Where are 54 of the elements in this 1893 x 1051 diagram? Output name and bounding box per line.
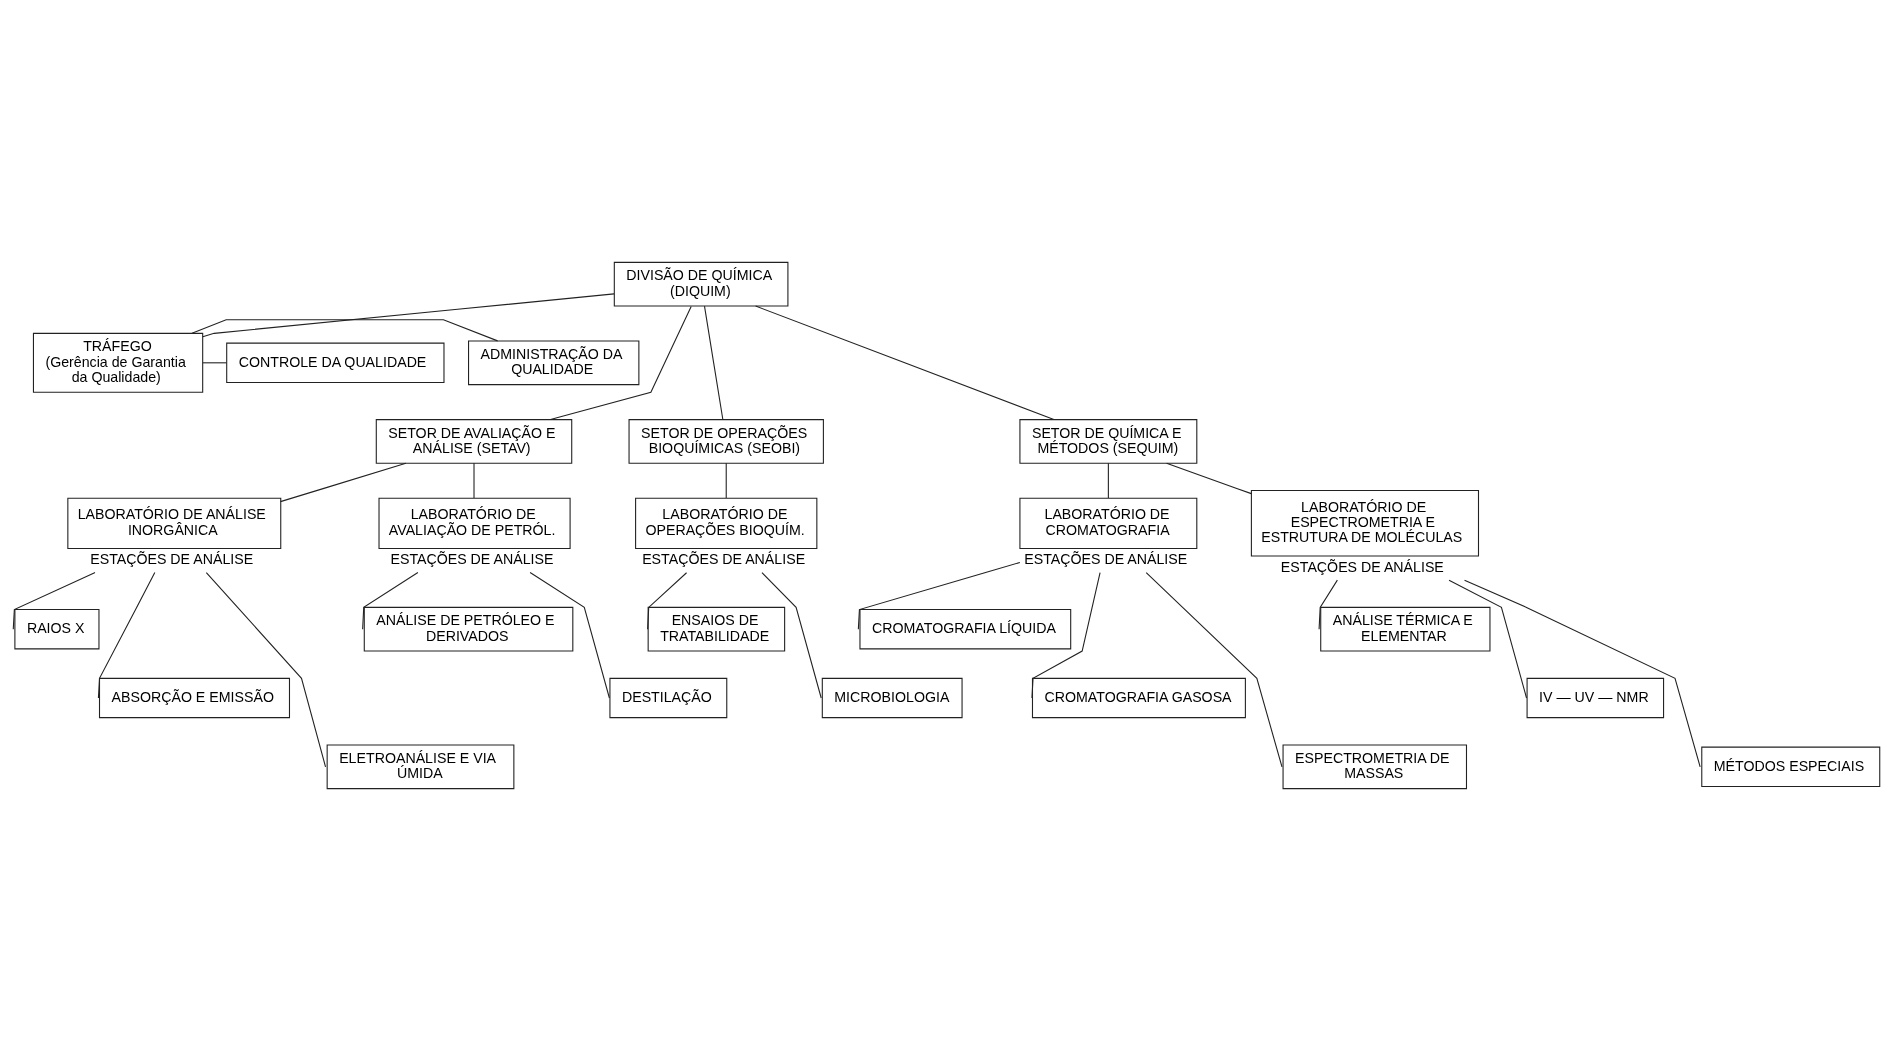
connector (202, 362, 228, 364)
node-box: SETOR DE AVALIAÇÃO E ANÁLISE (SETAV) (375, 419, 573, 464)
node-box: RAIOS X (14, 609, 100, 650)
node-box: CROMATOGRAFIA GASOSA (1031, 677, 1246, 719)
connector (1031, 572, 1101, 699)
connector (12, 572, 96, 630)
node-label: ESTAÇÕES DE ANÁLISE (90, 551, 254, 568)
node-box: LABORATÓRIO DE ANÁLISE INORGÂNICA (67, 497, 282, 549)
node-box: SETOR DE QUÍMICA E MÉTODOS (SEQUIM) (1019, 419, 1198, 464)
node-box: ENSAIOS DE TRATABILIDADE (647, 606, 786, 652)
node-box: ESPECTROMETRIA DE MASSAS (1282, 744, 1468, 790)
connector (725, 462, 727, 499)
node-box: TRÁFEGO (Gerência de Garantia da Qualidade) (32, 332, 204, 393)
node-box: LABORATÓRIO DE ESPECTROMETRIA E ESTRUTURA DE MOLÉCULAS (1250, 490, 1480, 557)
node-box: MÉTODOS ESPECIAIS (1701, 746, 1881, 787)
connector (205, 572, 327, 768)
node-box: DIVISÃO DE QUÍMICA (DIQUIM) (613, 261, 789, 307)
connector (1448, 579, 1528, 699)
node-box: SETOR DE OPERAÇÕES BIOQUÍMICAS (SEOBI) (628, 419, 824, 464)
node-box: CROMATOGRAFIA LÍQUIDA (859, 609, 1072, 650)
node-box: ANÁLISE TÉRMICA E ELEMENTAR (1320, 606, 1491, 652)
connector (473, 462, 475, 499)
node-box: IV — UV — NMR (1526, 677, 1665, 719)
connector (97, 572, 156, 699)
node-label: ESTAÇÕES DE ANÁLISE (642, 551, 806, 568)
connector (1145, 572, 1283, 768)
connector (191, 319, 499, 342)
connector (202, 293, 615, 338)
node-box: CONTROLE DA QUALIDADE (226, 342, 445, 383)
connector (529, 572, 610, 699)
node-label: ESTAÇÕES DE ANÁLISE (1280, 558, 1444, 575)
node-box: LABORATÓRIO DE AVALIAÇÃO DE PETRÓL. (378, 497, 571, 549)
node-box: ADMINISTRAÇÃO DA QUALIDADE (468, 340, 640, 386)
connector (279, 462, 407, 503)
node-box: LABORATÓRIO DE OPERAÇÕES BIOQUÍM. (635, 497, 818, 549)
node-box: LABORATÓRIO DE CROMATOGRAFIA (1019, 497, 1198, 549)
connector (1463, 579, 1701, 768)
node-box: ELETROANÁLISE E VIA ÚMIDA (326, 744, 515, 790)
connector (857, 561, 1021, 630)
connector (362, 572, 419, 630)
node-label: ESTAÇÕES DE ANÁLISE (1024, 551, 1188, 568)
node-box: DESTILAÇÃO (609, 677, 728, 719)
connector (1166, 462, 1252, 495)
node-label: ESTAÇÕES DE ANÁLISE (390, 551, 554, 568)
connector (1318, 579, 1338, 630)
connector (550, 305, 692, 421)
node-box: ABSORÇÃO E EMISSÃO (98, 677, 291, 719)
connector (703, 305, 724, 420)
connector (761, 572, 822, 699)
node-box: MICROBIOLOGIA (821, 677, 963, 719)
connector (755, 305, 1055, 421)
connector (1107, 462, 1109, 499)
connector (647, 572, 688, 630)
node-box: ANÁLISE DE PETRÓLEO E DERIVADOS (363, 606, 574, 652)
